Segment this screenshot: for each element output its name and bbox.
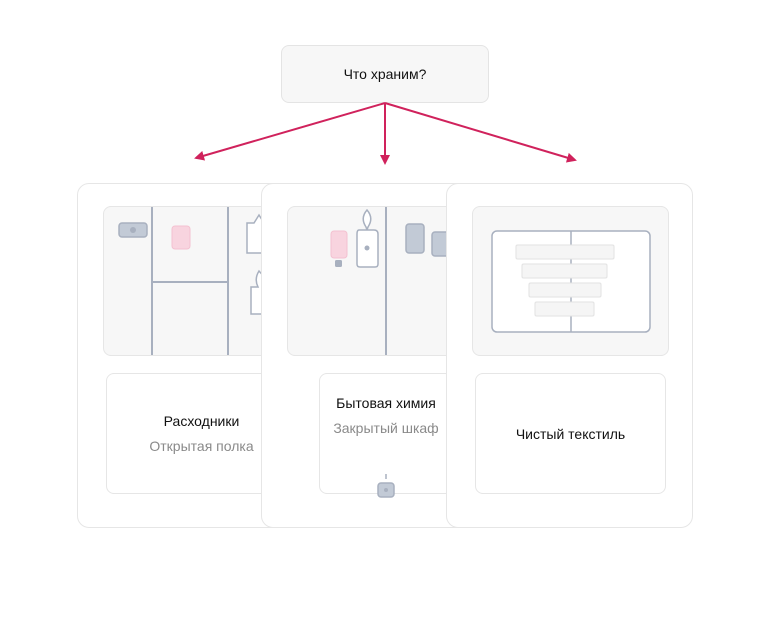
- canister-icon: [405, 223, 425, 254]
- folded-towel-icon: [528, 282, 602, 298]
- folded-towel-icon: [515, 244, 615, 260]
- card-label-box: Чистый текстиль: [475, 373, 666, 494]
- card-subtitle: Открытая полка: [149, 438, 254, 454]
- folded-towel-icon: [521, 263, 608, 279]
- arrow-to-card-1: [194, 102, 386, 161]
- card-title: Бытовая химия: [336, 395, 436, 411]
- card-clean-textiles: Чистый текстиль: [446, 183, 693, 528]
- root-node: Что храним?: [281, 45, 489, 103]
- card-title: Расходники: [163, 413, 240, 429]
- card-subtitle: Закрытый шкаф: [333, 420, 439, 436]
- sponge-icon: [330, 230, 348, 259]
- sponge-icon: [171, 225, 191, 250]
- folded-towel-icon: [534, 301, 595, 317]
- spray-bottle-icon: [356, 208, 379, 268]
- arrow-to-card-3: [384, 102, 577, 163]
- root-label: Что храним?: [343, 66, 427, 82]
- lock-icon: [377, 474, 395, 498]
- folded-linen-illustration: [472, 206, 669, 356]
- card-title: Чистый текстиль: [515, 425, 626, 442]
